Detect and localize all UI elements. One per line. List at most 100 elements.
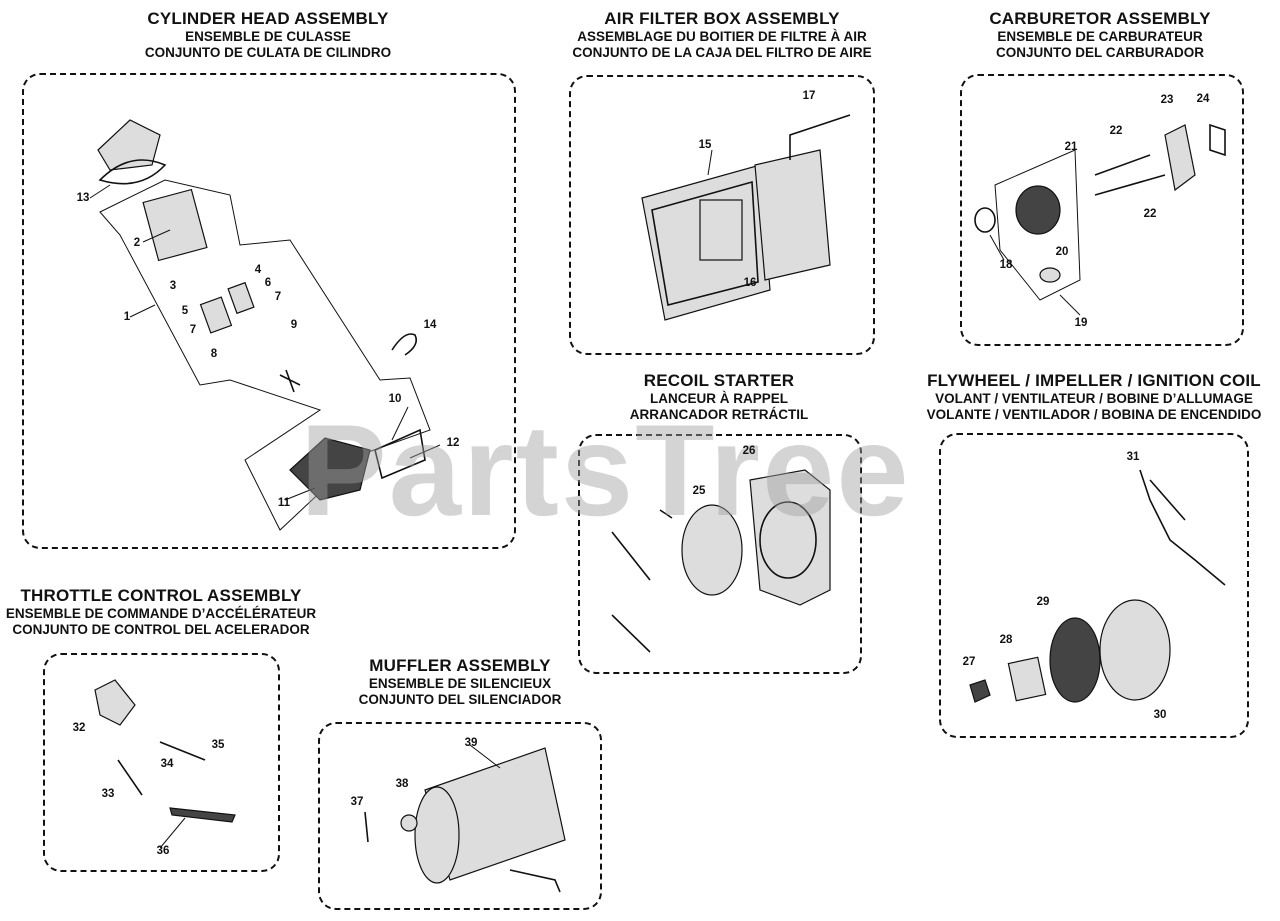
spark-plug xyxy=(279,369,301,393)
section-title-es: CONJUNTO DEL CARBURADOR xyxy=(995,44,1204,60)
callout-18: 18 xyxy=(999,259,1013,271)
callout-3: 3 xyxy=(169,280,177,292)
callout-25: 25 xyxy=(692,485,706,497)
section-title-es: ARRANCADOR RETRÁCTIL xyxy=(629,406,809,422)
air-filter-box xyxy=(569,75,875,355)
callout-35: 35 xyxy=(211,739,225,751)
cylinder-head xyxy=(289,437,371,501)
air-filter-base xyxy=(754,149,831,281)
callout-37: 37 xyxy=(350,796,364,808)
section-title-es: CONJUNTO DE CONTROL DEL ACELERADOR xyxy=(12,621,310,637)
cylinder-head-box xyxy=(22,73,516,549)
callout-34: 34 xyxy=(160,758,174,770)
ignition-coil xyxy=(1139,469,1226,586)
carburetor-float-bowl xyxy=(1039,267,1061,283)
callout-9: 9 xyxy=(290,319,298,331)
breather-tube xyxy=(391,333,418,356)
section-title-fr: ASSEMBLAGE DU BOITIER DE FILTRE À AIR xyxy=(577,29,867,45)
callout-38: 38 xyxy=(395,778,409,790)
callout-14: 14 xyxy=(423,319,437,331)
section-title-es: CONJUNTO DEL SILENCIADOR xyxy=(358,691,562,707)
flywheel-nut xyxy=(969,679,991,703)
valve-spring xyxy=(227,281,255,315)
section-title-fr: LANCEUR À RAPPEL xyxy=(649,391,788,407)
valve-cover-gasket xyxy=(98,159,167,185)
callout-22: 22 xyxy=(1109,125,1123,137)
callout-12: 12 xyxy=(446,437,460,449)
flywheel-hub xyxy=(1007,656,1047,702)
callout-4: 4 xyxy=(254,264,262,276)
callout-11: 11 xyxy=(277,497,291,509)
intake-insulator xyxy=(1164,124,1196,192)
breather-hose xyxy=(789,114,851,160)
callout-26: 26 xyxy=(742,445,756,457)
carburetor-plate-outline xyxy=(994,149,1081,301)
carburetor-gasket xyxy=(974,207,996,233)
callout-36: 36 xyxy=(156,845,170,857)
head-gasket xyxy=(374,428,426,480)
starter-handle xyxy=(659,509,673,519)
throttle-lever xyxy=(169,807,236,823)
callout-2: 2 xyxy=(133,237,141,249)
throttle-title: THROTTLE CONTROL ASSEMBLY ENSEMBLE DE CO… xyxy=(6,586,316,638)
section-title-fr: ENSEMBLE DE CARBURATEUR xyxy=(997,29,1203,45)
section-title-fr: ENSEMBLE DE COMMANDE D’ACCÉLÉRATEUR xyxy=(5,606,317,622)
leader-lines xyxy=(89,149,1081,849)
recoil-bolts xyxy=(611,531,651,653)
carburetor-body xyxy=(1015,185,1061,235)
throttle-bracket xyxy=(94,679,136,726)
section-title-es: CONJUNTO DE LA CAJA DEL FILTRO DE AIRE xyxy=(572,44,872,60)
carburetor-studs xyxy=(1094,154,1166,196)
throttle-link-rod xyxy=(117,759,143,796)
callout-27: 27 xyxy=(962,656,976,668)
cylinder-head-title: CYLINDER HEAD ASSEMBLY ENSEMBLE DE CULAS… xyxy=(145,9,391,61)
flywheel-title: FLYWHEEL / IMPELLER / IGNITION COIL VOLA… xyxy=(927,371,1262,423)
callout-39: 39 xyxy=(464,737,478,749)
callout-31: 31 xyxy=(1126,451,1140,463)
valve-spring xyxy=(199,296,233,334)
callout-7b: 7 xyxy=(274,291,282,303)
section-title-fr: ENSEMBLE DE SILENCIEUX xyxy=(368,676,552,692)
fan-impeller xyxy=(1049,617,1101,703)
throttle-box xyxy=(43,653,280,872)
throttle-spring xyxy=(159,741,206,761)
section-title-fr: VOLANT / VENTILATEUR / BOBINE D’ALLUMAGE xyxy=(935,391,1253,407)
valve-cover xyxy=(97,119,161,171)
carburetor-box xyxy=(960,74,1244,346)
callout-17: 17 xyxy=(802,90,816,102)
flywheel-box xyxy=(939,433,1249,738)
callout-28: 28 xyxy=(999,634,1013,646)
air-filter-cover-outline xyxy=(651,180,759,306)
section-title: AIR FILTER BOX ASSEMBLY xyxy=(604,9,840,28)
air-filter-title: AIR FILTER BOX ASSEMBLY ASSEMBLAGE DU BO… xyxy=(572,9,871,61)
callout-32: 32 xyxy=(72,722,86,734)
callout-23: 23 xyxy=(1160,94,1174,106)
callout-22b: 22 xyxy=(1143,208,1157,220)
cylinder-head-exploded-outline xyxy=(99,179,431,531)
callout-20: 20 xyxy=(1055,246,1069,258)
muffler-bolts xyxy=(364,811,369,843)
callout-16: 16 xyxy=(743,277,757,289)
flywheel xyxy=(1099,599,1171,701)
callout-6: 6 xyxy=(264,277,272,289)
callout-21: 21 xyxy=(1064,141,1078,153)
recoil-starter-housing xyxy=(749,469,831,606)
muffler-title: MUFFLER ASSEMBLY ENSEMBLE DE SILENCIEUX … xyxy=(359,656,562,708)
section-title: THROTTLE CONTROL ASSEMBLY xyxy=(20,586,302,605)
section-title-fr: ENSEMBLE DE CULASSE xyxy=(185,29,351,45)
muffler-end xyxy=(414,786,460,884)
section-title: CYLINDER HEAD ASSEMBLY xyxy=(147,9,389,28)
muffler-box xyxy=(318,722,602,910)
insulator-gasket xyxy=(1209,123,1226,157)
rocker-assembly xyxy=(142,188,208,262)
recoil-starter xyxy=(681,504,743,596)
section-title-es: VOLANTE / VENTILADOR / BOBINA DE ENCENDI… xyxy=(926,406,1262,422)
section-title: FLYWHEEL / IMPELLER / IGNITION COIL xyxy=(927,371,1261,390)
callout-10: 10 xyxy=(388,393,402,405)
muffler-gasket xyxy=(400,814,418,832)
section-title-es: CONJUNTO DE CULATA DE CILINDRO xyxy=(144,44,392,60)
callout-13: 13 xyxy=(76,192,90,204)
section-title: MUFFLER ASSEMBLY xyxy=(369,656,551,675)
callout-29: 29 xyxy=(1036,596,1050,608)
